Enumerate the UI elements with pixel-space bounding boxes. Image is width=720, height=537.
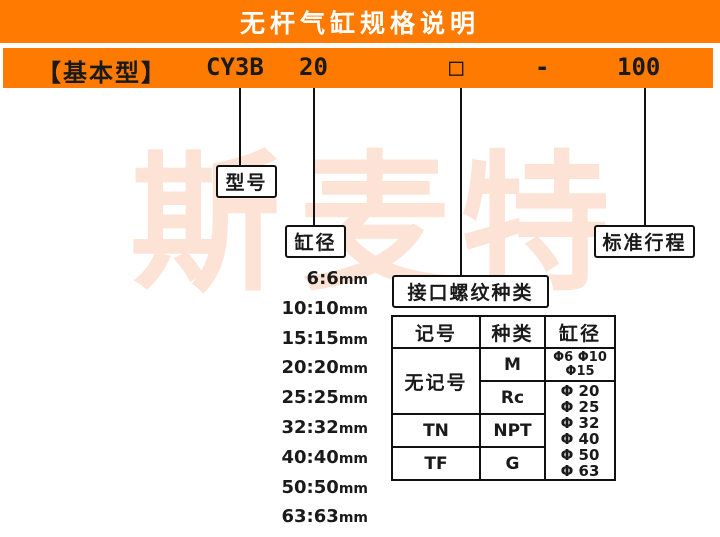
bore-option: 40:40mm (281, 446, 368, 468)
cell-type: NPT (479, 413, 546, 448)
table-header-row: 记号 种类 缸径 (391, 315, 616, 349)
table-row: TN NPT (391, 413, 615, 448)
header-type: 种类 (479, 315, 546, 349)
bore-option: 20:20mm (281, 357, 368, 379)
code-type: 【基本型】 (37, 59, 167, 87)
bore-option: 15:15mm (281, 327, 368, 349)
cell-type: M (479, 347, 546, 382)
bore-option: 6:6mm (306, 268, 368, 289)
code-stroke: 100 (617, 53, 661, 81)
table-row: Rc Φ 20 Φ 25 Φ 32 Φ 40 Φ 50 Φ 63 (392, 380, 616, 481)
label-bore: 缸径 (285, 225, 346, 258)
connector-line-stroke (644, 88, 646, 225)
cell-symbol: TF (391, 446, 481, 481)
cell-bore: Φ6 Φ10 Φ15 (544, 347, 616, 382)
code-bore: 20 (299, 53, 328, 81)
cell-symbol: 无记号 (391, 347, 481, 415)
cell-type: Rc (479, 380, 546, 415)
bore-option: 50:50mm (281, 476, 368, 498)
port-thread-table: 记号 种类 缸径 无记号 M Φ6 Φ10 Φ15 Rc Φ 20 Φ 25 Φ… (391, 315, 616, 481)
header-bore: 缸径 (544, 315, 616, 349)
bore-option: 10:10mm (281, 297, 368, 319)
bore-option: 25:25mm (281, 387, 368, 409)
label-port-thread: 接口螺纹种类 (392, 275, 549, 308)
label-model: 型号 (216, 165, 277, 198)
page-title: 无杆气缸规格说明 (239, 8, 480, 38)
table-row: TF G (391, 446, 615, 481)
code-series: CY3B (206, 53, 264, 81)
connector-line-bore (313, 88, 315, 225)
cell-type: G (479, 446, 546, 481)
title-bar: 无杆气缸规格说明 (0, 0, 720, 43)
code-dash: - (535, 53, 550, 81)
model-code-bar: 【基本型】 CY3B 20 □ - 100 (3, 48, 713, 88)
bore-options-list: 6:6mm 10:10mm 15:15mm 20:20mm 25:25mm 32… (268, 268, 368, 536)
cell-symbol: TN (391, 413, 481, 448)
header-symbol: 记号 (391, 315, 481, 349)
cell-bore: Φ 20 Φ 25 Φ 32 Φ 40 Φ 50 Φ 63 (544, 380, 616, 481)
table-row: 无记号 M Φ6 Φ10 Φ15 (391, 347, 616, 415)
code-port: □ (449, 53, 464, 81)
label-stroke: 标准行程 (594, 225, 695, 258)
bore-option: 32:32mm (281, 416, 368, 438)
connector-line-port (460, 88, 462, 275)
bore-option: 63:63mm (281, 506, 368, 528)
connector-line-model (239, 88, 241, 165)
